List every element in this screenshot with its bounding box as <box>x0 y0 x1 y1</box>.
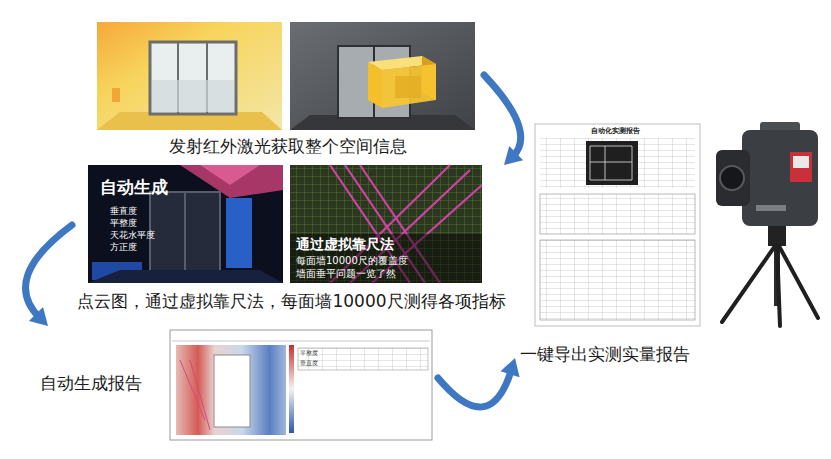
image-text: 每面墙10000尺的覆盖度 <box>296 255 408 267</box>
image-text: 垂直度 <box>300 360 318 367</box>
image-text: 方正度 <box>110 242 137 252</box>
stage-caption: 发射红外激光获取整个空间信息 <box>169 136 407 156</box>
laser-scanner <box>716 122 818 326</box>
report-document <box>535 124 700 326</box>
stage-group: 发射红外激光获取整个空间信息 <box>95 20 480 160</box>
image-text: 墙面垂平问题一览了然 <box>296 268 396 280</box>
flow-arrow <box>26 225 72 326</box>
flow-arrow <box>438 358 520 407</box>
stage-group: 自动生成报告 <box>38 328 434 443</box>
flow-arrow <box>484 75 523 165</box>
image-text: 平整度 <box>110 218 137 228</box>
arrow-line <box>26 225 72 318</box>
arrow-head <box>29 307 48 326</box>
stage-caption: 一键导出实测实量报告 <box>520 344 690 364</box>
stage-caption: 自动生成报告 <box>40 373 142 393</box>
image-text: 天花水平度 <box>110 230 155 240</box>
image-text: 平整度 <box>300 350 318 357</box>
arrow-head <box>500 358 519 377</box>
image-text: 自动化实测报告 <box>591 127 640 135</box>
stage-group: 一键导出实测实量报告 <box>518 118 823 368</box>
virtual-ruler-photo <box>290 165 482 283</box>
image-text: 自动生成 <box>100 178 168 198</box>
arrow-line <box>438 369 512 407</box>
report-sheet <box>170 330 432 440</box>
point-cloud-photo <box>88 165 283 283</box>
arrow-head <box>504 146 523 165</box>
stage-caption: 点云图，通过虚拟靠尺法，每面墙10000尺测得各项指标 <box>77 291 505 311</box>
scan-photo <box>290 22 475 130</box>
image-text: 垂直度 <box>110 206 137 216</box>
image-text: 通过虚拟靠尺法 <box>296 236 394 252</box>
room-photo <box>97 22 282 130</box>
arrow-line <box>484 75 521 157</box>
